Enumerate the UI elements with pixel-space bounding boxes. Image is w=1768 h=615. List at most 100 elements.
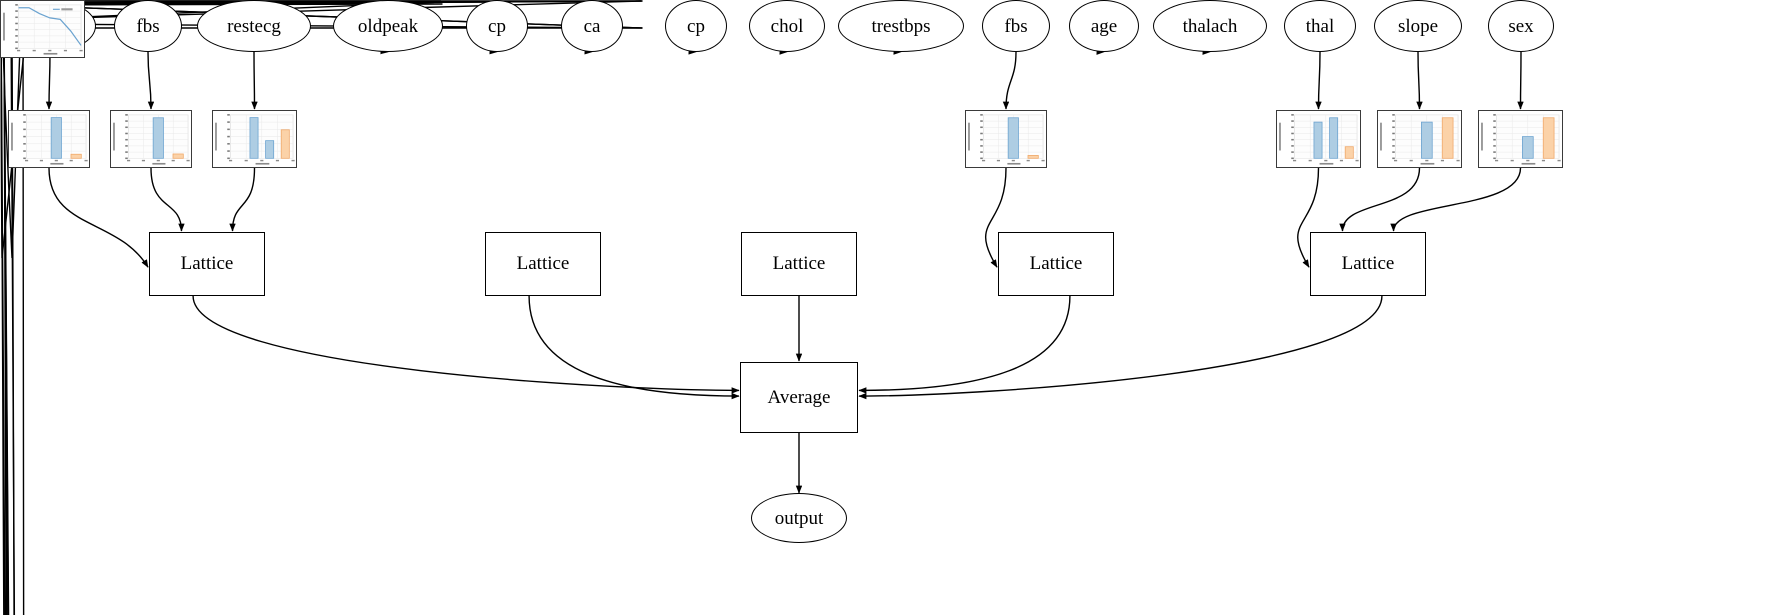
input-node-thal[interactable]: thal xyxy=(1284,0,1356,52)
input-node-cp2[interactable]: cp xyxy=(665,0,727,52)
output-label: output xyxy=(774,507,824,529)
y-tick-label xyxy=(15,35,18,37)
input-node-fbs2[interactable]: fbs xyxy=(982,0,1050,52)
y-tick-label xyxy=(1493,120,1496,122)
edge-calibrator-14-to-lattice-5 xyxy=(1390,167,1522,232)
x-tick-label xyxy=(39,159,43,162)
input-node-slope[interactable]: slope xyxy=(1374,0,1462,52)
input-node-cp1[interactable]: cp xyxy=(466,0,528,52)
y-tick-label xyxy=(1291,145,1294,147)
y-tick-label xyxy=(227,114,230,116)
input-node-oldpeak[interactable]: oldpeak xyxy=(333,0,443,52)
x-tick-label xyxy=(69,159,73,162)
x-tick-label xyxy=(1011,159,1015,162)
x-axis-title xyxy=(50,162,64,165)
input-node-sex[interactable]: sex xyxy=(1488,0,1554,52)
x-tick-label xyxy=(156,159,160,162)
y-tick-label xyxy=(1291,120,1294,122)
calibrator-plot-sex-14[interactable] xyxy=(1478,110,1563,168)
x-tick-label xyxy=(291,159,295,162)
calibrator-plot-thal-12[interactable] xyxy=(1276,110,1361,168)
edge-sex-to-calibrator xyxy=(1517,51,1524,110)
x-tick-label xyxy=(1339,159,1344,162)
x-tick-label xyxy=(1526,159,1530,162)
y-tick-label xyxy=(227,143,230,145)
y-axis-title xyxy=(968,122,970,151)
input-node-chol[interactable]: chol xyxy=(749,0,825,52)
x-tick-label xyxy=(260,159,264,162)
lattice-node-label: Lattice xyxy=(772,253,826,274)
x-tick-label xyxy=(229,159,233,162)
bar-fixed xyxy=(1313,121,1323,159)
calibrator-plot-fbs-9[interactable] xyxy=(965,110,1047,168)
bar-1 xyxy=(1522,136,1534,159)
y-tick-label xyxy=(23,150,26,152)
lattice-node-1[interactable]: Lattice xyxy=(149,232,265,296)
lattice-node-3[interactable]: Lattice xyxy=(741,232,857,296)
input-node-ca[interactable]: ca xyxy=(561,0,623,52)
calibrator-plot-exang-0[interactable] xyxy=(8,110,90,168)
lattice-node-label: Lattice xyxy=(1341,253,1395,274)
plot-canvas xyxy=(1279,114,1359,165)
x-tick-label xyxy=(127,159,131,162)
x-tick-label xyxy=(1510,159,1514,162)
y-tick-label xyxy=(1291,151,1294,153)
bar-missing xyxy=(1344,146,1354,159)
input-node-label: thal xyxy=(1305,15,1335,37)
y-tick-label xyxy=(980,126,983,129)
edge-calibrator-6-to-lattice-3 xyxy=(0,0,443,615)
y-axis-title xyxy=(1279,122,1281,151)
y-tick-label xyxy=(1493,132,1496,135)
y-tick-label xyxy=(1392,126,1395,129)
x-tick-label xyxy=(275,159,280,162)
x-tick-label xyxy=(171,159,175,162)
edge-calibrator-7-to-lattice-3 xyxy=(0,0,642,615)
calibrator-plot-thalach-11[interactable] xyxy=(0,0,85,58)
x-axis-title xyxy=(1420,162,1435,165)
y-axis-title xyxy=(11,122,13,151)
y-tick-label xyxy=(125,138,128,141)
bar-1 xyxy=(50,117,62,159)
lattice-node-2[interactable]: Lattice xyxy=(485,232,601,296)
x-tick-label xyxy=(1394,159,1398,162)
input-node-label: chol xyxy=(770,15,804,37)
average-node[interactable]: Average xyxy=(740,362,858,433)
lattice-node-4[interactable]: Lattice xyxy=(998,232,1114,296)
input-node-age[interactable]: age xyxy=(1069,0,1139,52)
y-tick-label xyxy=(1291,132,1294,135)
y-tick-label xyxy=(125,151,128,153)
y-tick-label xyxy=(980,157,983,160)
calibrator-plot-restecg-2[interactable] xyxy=(212,110,297,168)
y-tick-label xyxy=(227,121,230,123)
plot-canvas xyxy=(3,4,83,55)
lattice-node-label: Lattice xyxy=(180,253,234,274)
x-tick-label xyxy=(1440,159,1445,162)
y-tick-label xyxy=(23,143,26,145)
edge-calibrator-10-to-lattice-4 xyxy=(0,0,643,615)
x-tick-label xyxy=(1495,159,1499,162)
input-node-trestbps[interactable]: trestbps xyxy=(838,0,964,52)
y-tick-label xyxy=(1291,157,1294,160)
y-axis-title xyxy=(215,122,217,151)
input-node-label: thalach xyxy=(1182,15,1238,37)
x-tick-label xyxy=(48,49,52,52)
input-node-thalach[interactable]: thalach xyxy=(1153,0,1267,52)
input-node-fbs1[interactable]: fbs xyxy=(114,0,182,52)
x-axis-title xyxy=(1007,162,1021,165)
input-node-restecg[interactable]: restecg xyxy=(197,0,311,52)
y-tick-label xyxy=(1493,114,1496,116)
y-tick-label xyxy=(227,135,230,138)
input-node-label: trestbps xyxy=(871,15,931,37)
y-tick-label xyxy=(980,120,983,122)
y-tick-label xyxy=(1493,151,1496,153)
lattice-node-label: Lattice xyxy=(516,253,570,274)
output-node[interactable]: output xyxy=(751,493,847,543)
x-tick-label xyxy=(186,159,190,162)
x-tick-label xyxy=(54,159,58,162)
lattice-node-5[interactable]: Lattice xyxy=(1310,232,1426,296)
calibrator-plot-fbs-1[interactable] xyxy=(110,110,192,168)
y-tick-label xyxy=(1392,145,1395,147)
calibrator-plot-slope-13[interactable] xyxy=(1377,110,1462,168)
edge-calibrator-11-to-lattice-4 xyxy=(0,0,643,259)
